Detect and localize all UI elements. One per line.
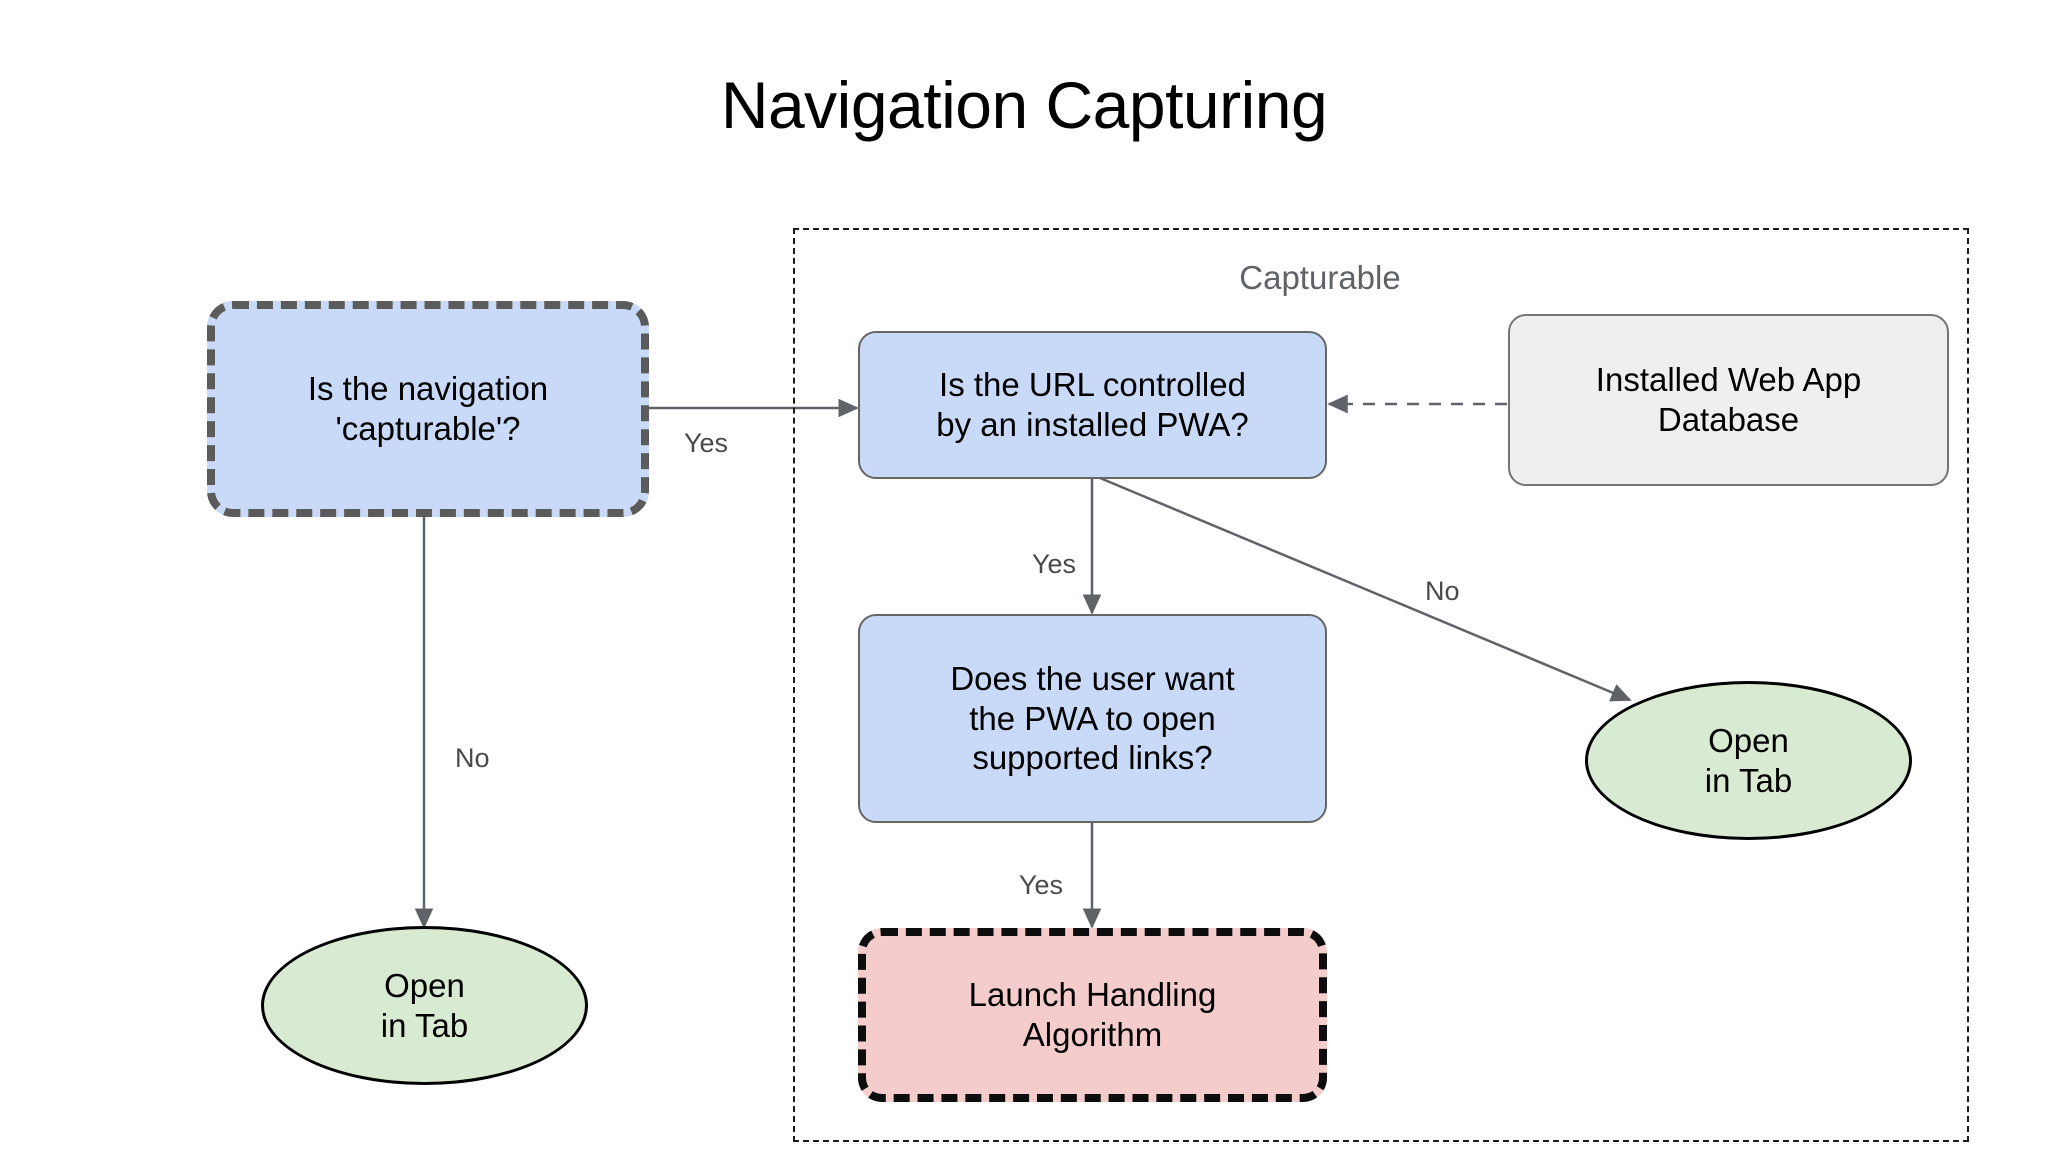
- node-user-wants-pwa-open-links[interactable]: Does the user want the PWA to open suppo…: [858, 614, 1327, 823]
- group-capturable-label: Capturable: [1239, 259, 1401, 296]
- page-title: Navigation Capturing: [720, 68, 1328, 142]
- node-open-in-tab-right[interactable]: Open in Tab: [1585, 681, 1912, 840]
- node-launch-handling-algorithm[interactable]: Launch Handling Algorithm: [858, 928, 1327, 1102]
- edge-label-url-no: No: [1425, 576, 1460, 606]
- edge-label-user-yes: Yes: [1019, 870, 1064, 900]
- node-installed-web-app-database[interactable]: Installed Web App Database: [1508, 314, 1949, 486]
- node-open-in-tab-left[interactable]: Open in Tab: [261, 926, 588, 1085]
- edge-label-capturable-yes: Yes: [684, 428, 729, 458]
- node-is-capturable[interactable]: Is the navigation 'capturable'?: [207, 301, 649, 517]
- node-url-controlled-by-pwa[interactable]: Is the URL controlled by an installed PW…: [858, 331, 1327, 479]
- edge-label-capturable-no: No: [455, 743, 490, 773]
- group-capturable: [793, 228, 1969, 1142]
- edge-label-url-yes: Yes: [1032, 549, 1077, 579]
